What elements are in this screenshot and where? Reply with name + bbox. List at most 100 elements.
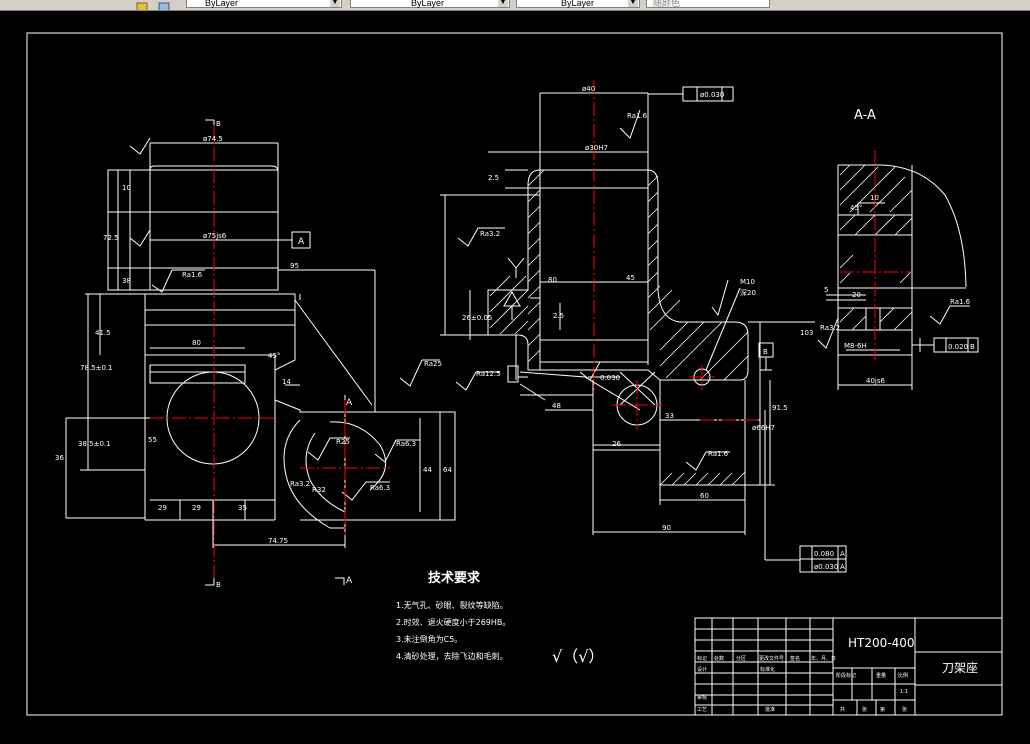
linetype-combo-value: ByLayer xyxy=(411,0,445,8)
title-block xyxy=(694,617,1003,716)
dim-103: 103 xyxy=(800,329,813,337)
rough-a32: Ra3.2 xyxy=(290,480,310,488)
dim-r32: R32 xyxy=(312,486,326,494)
dim-45: 45° xyxy=(268,352,280,360)
dim-45m: 45 xyxy=(626,274,635,282)
dim-44: 44 xyxy=(423,466,432,474)
tb-mark: 标记 xyxy=(697,655,707,662)
tb-sheet-no: 第 xyxy=(880,706,885,713)
tol-flat-ref: A xyxy=(840,550,845,558)
sheet-border xyxy=(26,32,1003,716)
tech-item-2: 2.时效、退火硬度小于269HB。 xyxy=(396,617,510,627)
tb-zone: 分区 xyxy=(736,655,746,662)
dim-d-top: ø74.5 xyxy=(203,135,223,143)
dim-29a: 29 xyxy=(158,504,167,512)
chevron-down-icon[interactable]: ▼ xyxy=(330,0,340,7)
dim-72: 72.5 xyxy=(103,234,119,242)
lineweight-combo-value: ByLayer xyxy=(561,0,595,8)
tb-process: 工艺 xyxy=(697,707,707,713)
dim-80m: 80 xyxy=(548,276,557,284)
tb-scale: 1:1 xyxy=(900,689,908,695)
tol-flat: 0.080 xyxy=(814,550,834,558)
hatching xyxy=(489,164,913,486)
tol-perp-ref: A xyxy=(840,563,845,571)
material: HT200-400 xyxy=(848,636,915,650)
tb-count: 处数 xyxy=(714,655,724,662)
tb-standard: 标准化 xyxy=(760,666,775,673)
dim-26b: 26±0.05 xyxy=(462,314,492,322)
tb-change: 更改文件号 xyxy=(759,655,784,662)
dim-74: 74.75 xyxy=(268,537,288,545)
view-b-bottom: B xyxy=(216,581,221,589)
tech-item-3: 3.未注倒角为C5。 xyxy=(396,634,462,644)
tb-sheet-unit1: 张 xyxy=(862,706,867,713)
dim-33: 33 xyxy=(665,412,674,420)
section-label: A-A xyxy=(854,108,876,123)
dim-2-5: 2.5 xyxy=(553,312,564,320)
tol-top: ø0.030 xyxy=(700,91,724,99)
drawing-canvas[interactable]: A-A B B A A A ø74.5 ø75js6 Ra1.6 38 10 7… xyxy=(0,11,1030,740)
tb-design: 设计 xyxy=(697,666,707,673)
tb-date: 年、月、日 xyxy=(811,655,836,662)
rough-r25: R25 xyxy=(336,438,350,446)
dim-26: 26 xyxy=(612,440,621,448)
tb-check: 审核 xyxy=(697,694,707,701)
dim-91: 91.5 xyxy=(772,404,788,412)
rough-a63: Ra6.3 xyxy=(396,440,416,448)
dim-r-10: 10 xyxy=(870,194,879,202)
dim-60: 60 xyxy=(700,492,709,500)
dim-66: ø66H7 xyxy=(752,424,775,432)
rough-m-a125: Ra12.5 xyxy=(476,370,501,378)
dim-14: 14 xyxy=(282,378,291,386)
dim-80: 80 xyxy=(192,339,201,347)
layer-prev-icon[interactable] xyxy=(158,0,170,10)
m10-note: 深20 xyxy=(740,288,756,297)
datum-b: B xyxy=(763,348,768,356)
dim-10: 10 xyxy=(122,184,131,192)
layer-combo-value: ByLayer xyxy=(205,0,239,8)
plotstyle-combo-value: 随颜色 xyxy=(653,0,681,8)
layer-combo[interactable]: ByLayer ▼ xyxy=(186,0,342,8)
dim-d-mid: ø75js6 xyxy=(203,232,227,240)
lineweight-combo[interactable]: ByLayer ▼ xyxy=(516,0,640,8)
dim-29b: 29 xyxy=(192,504,201,512)
rough-mid: Ra1.6 xyxy=(182,271,203,279)
tb-ratio: 比例 xyxy=(898,672,908,679)
tb-stage: 阶段标记 xyxy=(836,672,856,679)
dim-36: 36 xyxy=(55,454,64,462)
tb-sheet-unit2: 张 xyxy=(902,706,907,713)
view-b-top: B xyxy=(216,120,221,128)
section-aa xyxy=(817,164,979,390)
tb-sign: 签名 xyxy=(790,655,800,662)
layer-state-icon[interactable] xyxy=(136,0,148,10)
linetype-combo[interactable]: ByLayer ▼ xyxy=(350,0,510,8)
datum-a-label: A xyxy=(298,237,305,247)
dim-90: 90 xyxy=(662,524,671,532)
view-a-mid: A xyxy=(346,398,353,408)
tb-approve: 批准 xyxy=(765,706,775,713)
dim-64: 64 xyxy=(443,466,452,474)
tol-r-ref: B xyxy=(970,343,975,351)
part-name: 刀架座 xyxy=(942,660,978,675)
plotstyle-combo[interactable]: 随颜色 xyxy=(646,0,770,8)
drawing-svg: A-A B B A A A ø74.5 ø75js6 Ra1.6 38 10 7… xyxy=(26,32,1003,716)
rough-r-a16: Ra1.6 xyxy=(950,298,971,306)
dim-78: 78.5±0.1 xyxy=(80,364,113,372)
chevron-down-icon[interactable]: ▼ xyxy=(498,0,508,7)
tech-item-4: 4.清砂处理，去除飞边和毛刺。 xyxy=(396,651,508,661)
dim-r-m: M8-6H xyxy=(844,342,867,350)
tol-r: 0.020 xyxy=(948,343,968,351)
tol-perp: ø0.030 xyxy=(814,563,838,571)
dim-35: 35 xyxy=(238,504,247,512)
dim-r-40: 40js6 xyxy=(866,377,885,385)
rough-m-a16: Ra1.6 xyxy=(708,450,729,458)
dim-2-2: 2.5 xyxy=(488,174,499,182)
tb-weight: 重量 xyxy=(876,672,886,679)
rough-m-a32: Ra3.2 xyxy=(480,230,500,238)
dim-48: 48 xyxy=(552,402,561,410)
roughness-symbol: √（√） xyxy=(552,647,604,666)
tb-sheet-total: 共 xyxy=(840,706,845,713)
dim-top-d: ø40 xyxy=(582,85,595,93)
chevron-down-icon[interactable]: ▼ xyxy=(628,0,638,7)
rough-a25: Ra25 xyxy=(424,360,442,368)
